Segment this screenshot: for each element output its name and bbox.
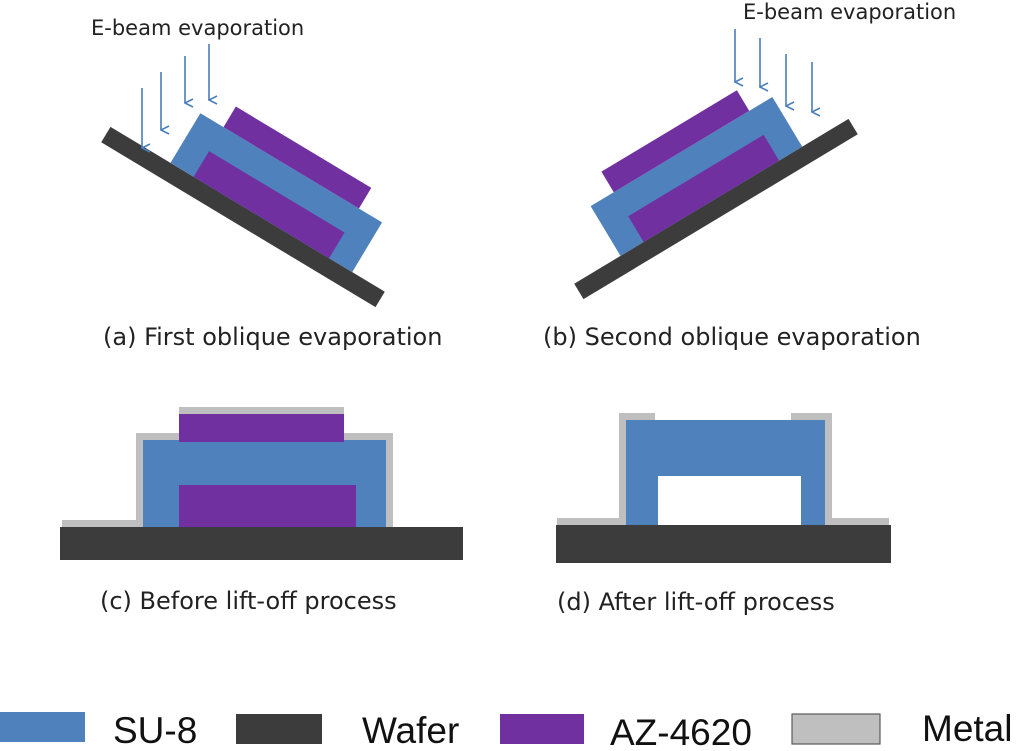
az4620-top (179, 414, 344, 442)
panel-d: (d) After lift-off process (556, 413, 891, 616)
panel-a: E-beam evaporation (a) First oblique eva… (91, 16, 442, 351)
legend-label-az4620: AZ-4620 (610, 712, 752, 751)
ebeam-arrows (735, 29, 812, 112)
metal-shelf-left (136, 433, 180, 440)
su8-bridge (626, 420, 825, 525)
metal-on-az4620 (179, 407, 344, 414)
az4620-top (601, 90, 750, 193)
wafer-tilted (574, 118, 858, 300)
caption-b: (b) Second oblique evaporation (543, 323, 921, 351)
metal-ground-left (557, 518, 625, 525)
legend-label-su8: SU-8 (113, 710, 197, 751)
metal-ground-left (62, 520, 140, 527)
ebeam-arrows (142, 44, 209, 148)
az4620-bottom (628, 134, 780, 242)
legend-swatch-wafer (236, 714, 322, 744)
wafer-tilted (101, 126, 385, 308)
wafer (60, 527, 463, 560)
ebeam-label: E-beam evaporation (91, 16, 304, 40)
legend-swatch-su8 (0, 712, 85, 742)
metal-ground-right (826, 518, 889, 525)
metal-side-right (825, 413, 832, 525)
panel-c: (c) Before lift-off process (60, 407, 463, 615)
caption-c: (c) Before lift-off process (100, 587, 397, 615)
az4620-bottom (179, 485, 356, 527)
legend-swatch-az4620 (500, 714, 584, 744)
legend: SU-8 Wafer AZ-4620 Metal (0, 708, 1012, 751)
wafer (556, 525, 891, 563)
legend-swatch-metal (791, 713, 881, 745)
legend-label-wafer: Wafer (362, 710, 459, 751)
ebeam-label: E-beam evaporation (743, 0, 956, 24)
metal-side-left (136, 433, 143, 527)
legend-label-metal: Metal (922, 708, 1012, 749)
panel-b: E-beam evaporation (b) Second oblique ev… (543, 0, 956, 351)
az4620-bottom (193, 151, 345, 259)
caption-a: (a) First oblique evaporation (103, 323, 442, 351)
metal-side-left (619, 413, 626, 525)
metal-top-left (619, 413, 655, 420)
metal-side-right (386, 433, 393, 527)
caption-d: (d) After lift-off process (557, 588, 835, 616)
az4620-top (223, 106, 372, 209)
metal-top-right (791, 413, 832, 420)
metal-shelf-right (343, 433, 393, 440)
